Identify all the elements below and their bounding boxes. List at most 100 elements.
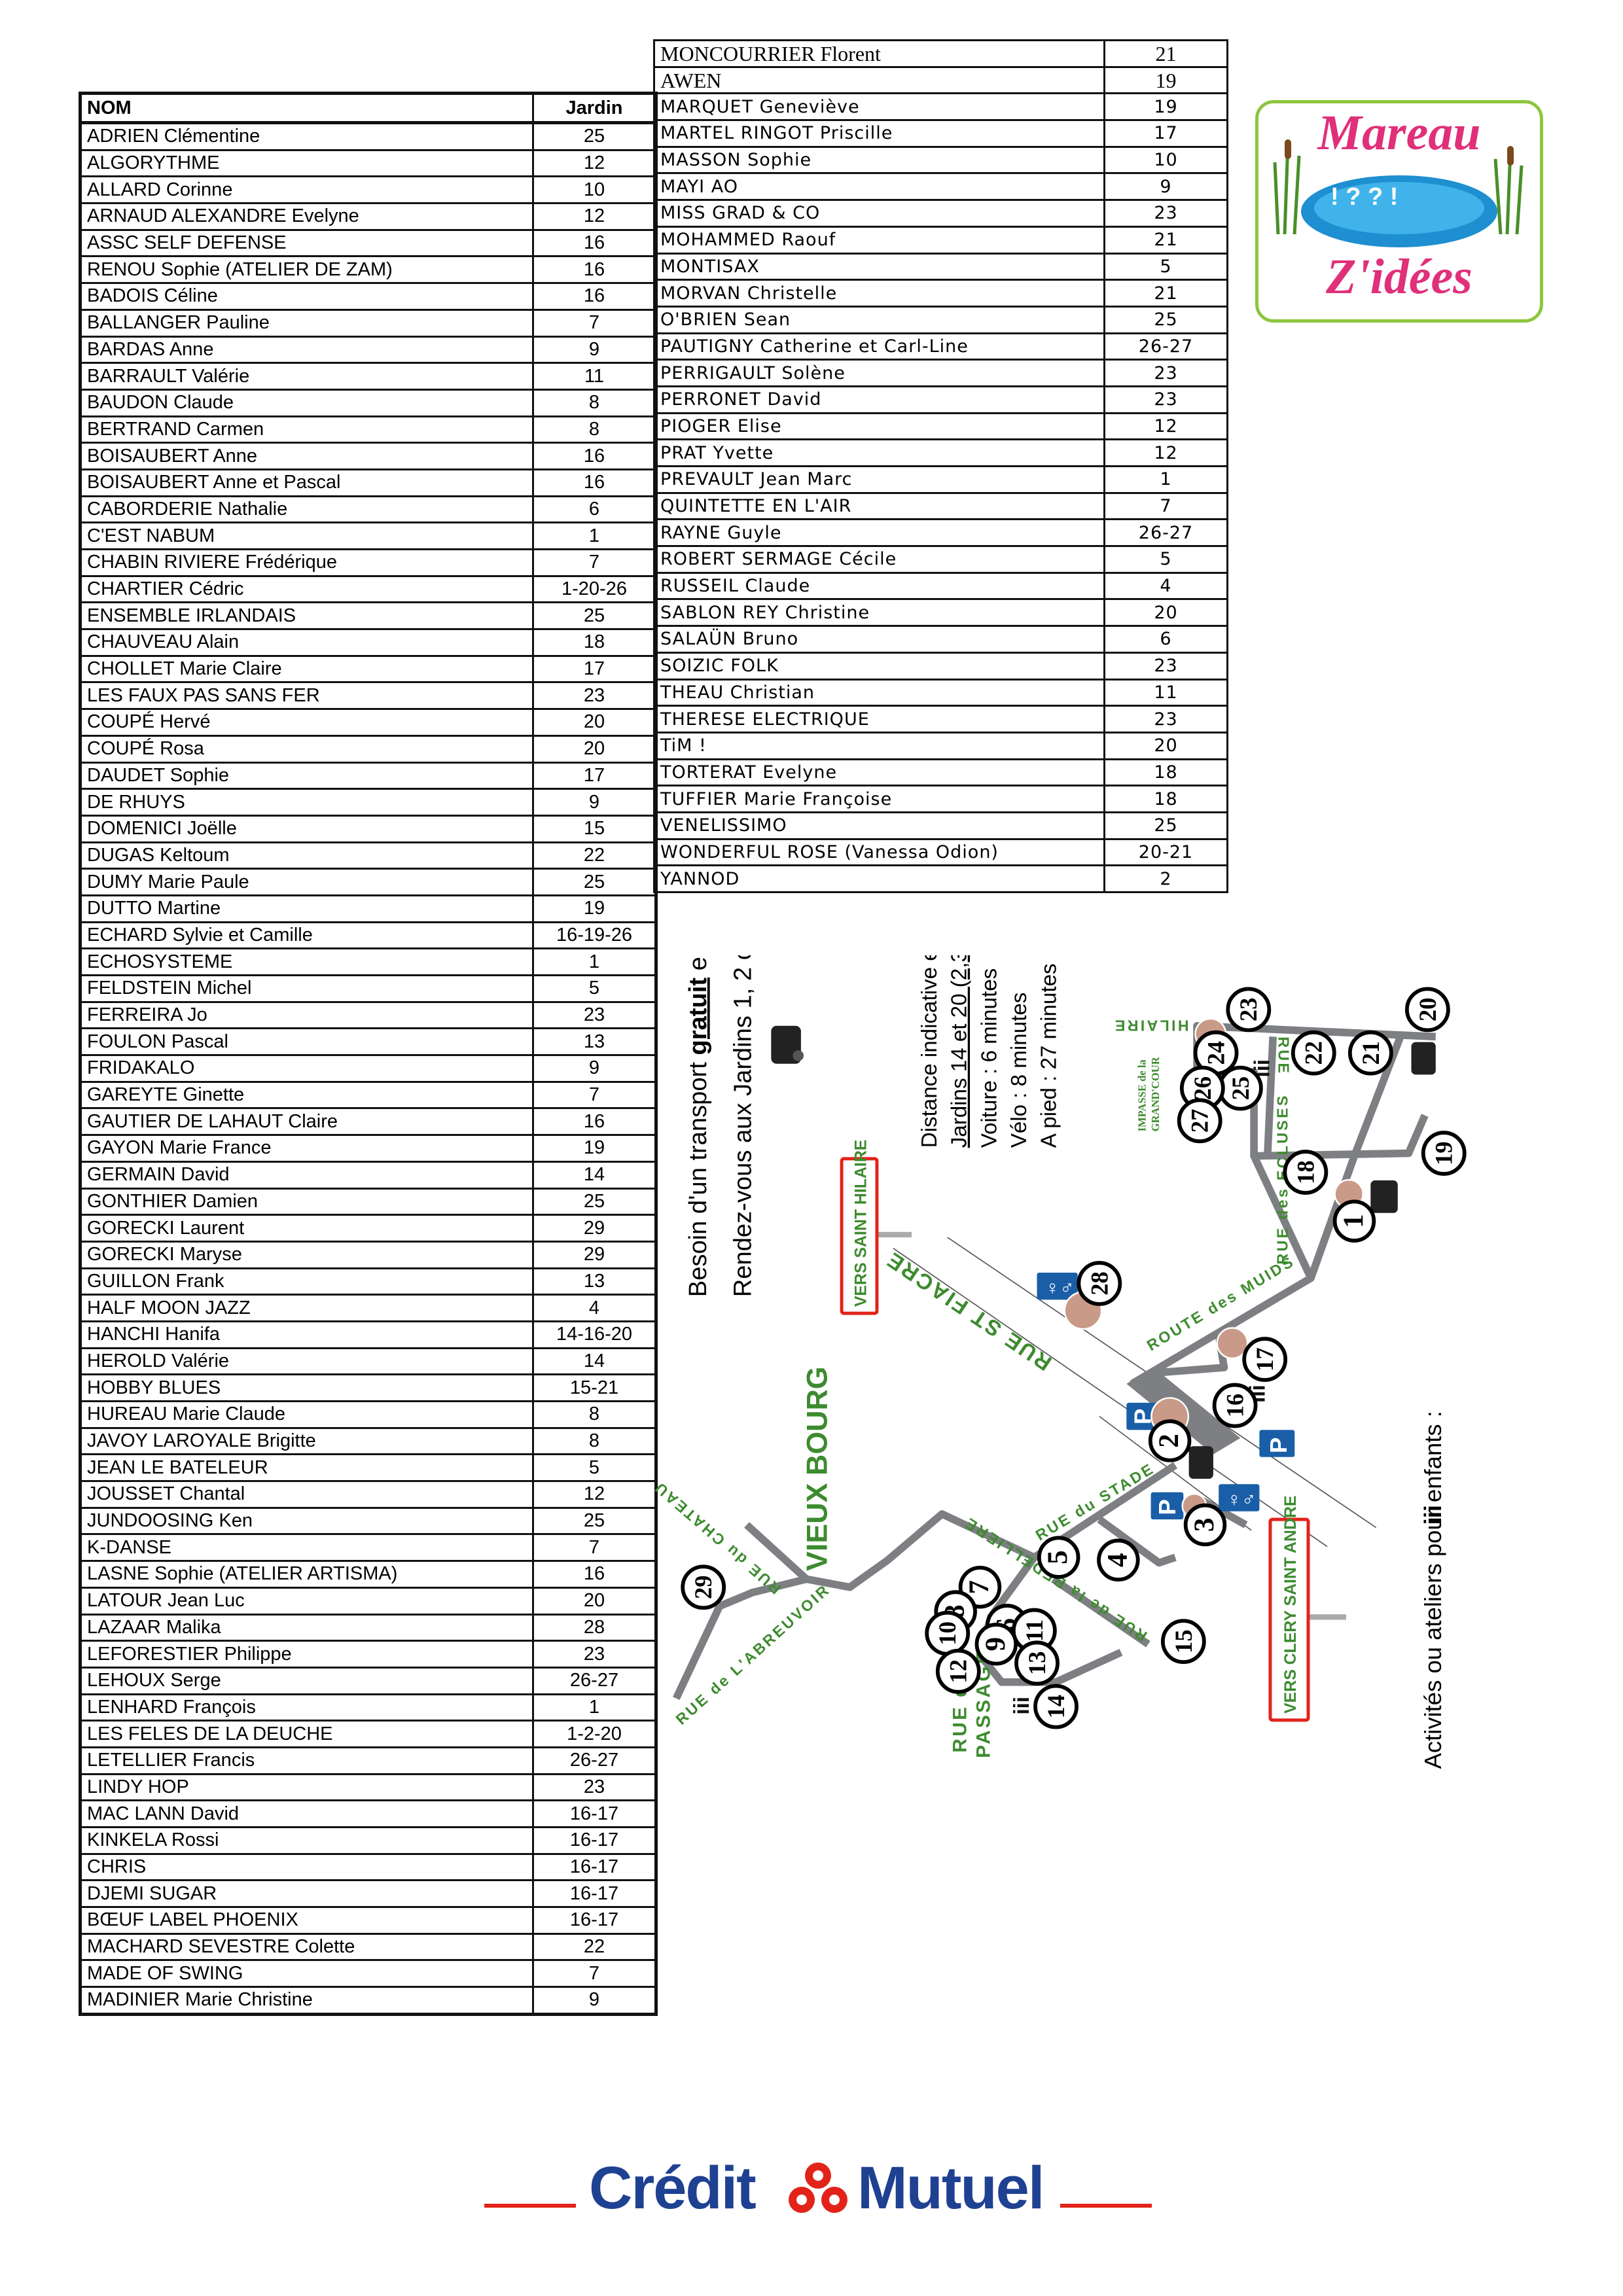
distance-line1: Distance indicative entre [918, 955, 942, 1148]
garden-number: 16 [532, 282, 657, 311]
garden-number: 6 [532, 495, 657, 524]
exhibitor-name: GUILLON Frank [79, 1267, 534, 1296]
garden-number: 5 [532, 974, 657, 1003]
garden-number: 16-17 [532, 1852, 657, 1882]
exhibitor-name: FRIDAKALO [79, 1054, 534, 1083]
exhibitor-name: MARQUET Geneviève [653, 92, 1105, 122]
garden-marker-28: 28 [1077, 1261, 1122, 1306]
street-st-fiacre: RUE ST FIACRE [882, 1246, 1056, 1375]
garden-marker-12: 12 [935, 1648, 981, 1694]
garden-number: 13 [532, 1027, 657, 1057]
exhibitor-name: MACHARD SEVESTRE Colette [79, 1932, 534, 1962]
garden-number: 1-2-20 [532, 1720, 657, 1748]
exhibitor-name: LASNE Sophie (ATELIER ARTISMA) [79, 1560, 534, 1589]
exhibitor-name: GERMAIN David [79, 1160, 534, 1190]
garden-marker-number: 22 [1301, 1041, 1327, 1065]
garden-number: 25 [532, 1187, 657, 1216]
exhibitor-name: BALLANGER Pauline [79, 308, 534, 338]
exhibitor-name: ROBERT SERMAGE Cécile [653, 545, 1105, 574]
garden-number: 25 [532, 1506, 657, 1536]
garden-marker-number: 28 [1086, 1271, 1113, 1295]
svg-text:! ? ? !: ! ? ? ! [1330, 183, 1398, 211]
garden-number: 9 [1103, 172, 1228, 202]
exhibitor-name: MONCOURRIER Florent [653, 39, 1105, 68]
garden-marker-23: 23 [1226, 987, 1272, 1033]
exhibitor-name: PRAT Yvette [653, 438, 1105, 467]
garden-marker-number: 11 [1022, 1619, 1048, 1642]
garden-number: 1 [1103, 465, 1228, 494]
garden-number: 2 [1103, 864, 1228, 893]
garden-number: 7 [532, 548, 657, 577]
exhibitor-name: GAYON Marie France [79, 1134, 534, 1163]
exhibitor-name: CHABIN RIVIERE Frédérique [79, 548, 534, 577]
table-row: WONDERFUL ROSE (Vanessa Odion)20-21 [653, 838, 1228, 867]
garden-number: 9 [532, 335, 657, 364]
logo-title: Mareau [1317, 105, 1480, 160]
header-garden: Jardin [532, 92, 657, 124]
garden-number: 19 [532, 1134, 657, 1163]
exhibitor-name: RUSSEIL Claude [653, 571, 1105, 601]
exhibitor-name: GAUTIER DE LAHAUT Claire [79, 1107, 534, 1137]
exhibitor-name: CHOLLET Marie Claire [79, 654, 534, 684]
vieux-bourg-label: VIEUXBOURG [801, 1366, 834, 1570]
garden-marker-4: 4 [1097, 1538, 1140, 1582]
garden-number: 16-17 [532, 1879, 657, 1909]
garden-marker-1: 1 [1332, 1199, 1376, 1243]
garden-marker-number: 2 [1154, 1434, 1185, 1448]
exhibitor-name: DOMENICI Joëlle [79, 814, 534, 843]
sign-saint-hilaire: VERS SAINT HILAIRE [840, 1140, 912, 1315]
garden-number: 8 [532, 388, 657, 417]
parking-icon: P [1259, 1430, 1295, 1457]
garden-number: 25 [532, 868, 657, 896]
exhibitor-name: GORECKI Maryse [79, 1240, 534, 1269]
garden-number: 16 [532, 442, 657, 470]
street-stade: RUE du STADE [1033, 1460, 1158, 1544]
garden-number: 20 [532, 1586, 657, 1616]
garden-number: 7 [532, 1959, 657, 1988]
exhibitor-name: ECHARD Sylvie et Camille [79, 921, 534, 950]
exhibitor-name: CHAUVEAU Alain [79, 628, 534, 657]
garden-number: 22 [532, 841, 657, 870]
exhibitor-name: BERTRAND Carmen [79, 415, 534, 444]
garden-number: 8 [532, 415, 657, 444]
garden-number: 14 [532, 1160, 657, 1190]
exhibitor-name: LATOUR Jean Luc [79, 1586, 534, 1616]
exhibitor-name: BOISAUBERT Anne et Pascal [79, 468, 534, 497]
garden-marker-15: 15 [1160, 1619, 1206, 1665]
svg-text:VERS CLERY SAINT ANDRE: VERS CLERY SAINT ANDRE [1281, 1496, 1300, 1714]
svg-text:P: P [1154, 1499, 1181, 1515]
exhibitor-name: DUTTO Martine [79, 894, 534, 923]
distance-line2: Jardins 14 et 20 (2,3 km) : [948, 955, 972, 1148]
exhibitor-name: GONTHIER Damien [79, 1187, 534, 1216]
sign-clery-saint-andre: VERS CLERY SAINT ANDRE [1268, 1496, 1347, 1722]
exhibitor-name: DUGAS Keltoum [79, 841, 534, 870]
garden-marker-29: 29 [681, 1564, 726, 1610]
exhibitor-name: LES FELES DE LA DEUCHE [79, 1720, 534, 1748]
garden-number: 23 [1103, 651, 1228, 680]
exhibitor-name: HALF MOON JAZZ [79, 1294, 534, 1322]
